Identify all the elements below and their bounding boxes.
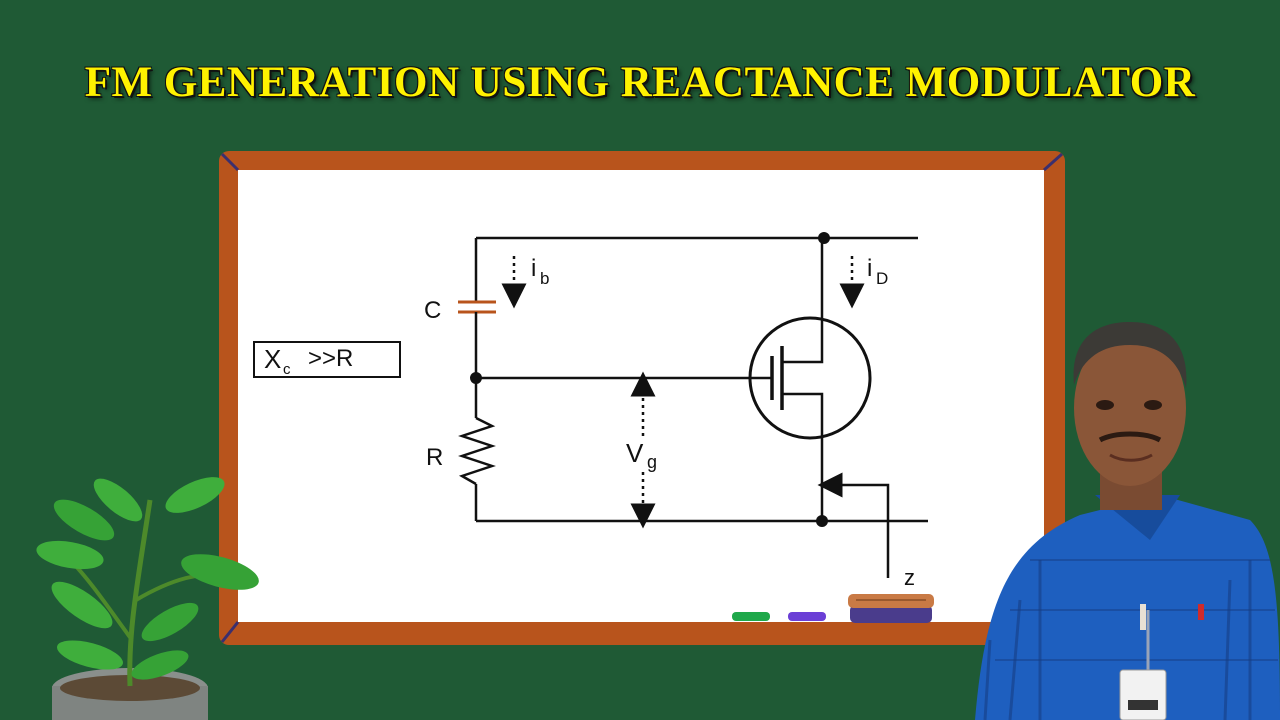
id-label-sub: D xyxy=(876,269,888,288)
page-title: FM GENERATION USING REACTANCE MODULATOR xyxy=(84,59,1196,106)
chalk-icon xyxy=(732,612,770,621)
condition-relation: >>R xyxy=(308,345,353,372)
impedance-arrow xyxy=(817,472,890,578)
ib-label-sub: b xyxy=(540,269,549,288)
condition-x-symbol: X xyxy=(264,344,281,374)
resistor-zigzag xyxy=(458,416,496,486)
duster-icon xyxy=(848,594,934,623)
drain-node-dot xyxy=(818,232,830,244)
condition-box: X c >>R xyxy=(253,341,401,378)
ib-label-main: i xyxy=(531,255,536,282)
chalk-icon xyxy=(788,612,826,621)
vg-label-sub: g xyxy=(647,452,657,472)
resistor-label: R xyxy=(426,444,443,471)
presenter-hair xyxy=(1073,322,1187,388)
id-badge-icon xyxy=(1119,610,1167,720)
vg-label-main: V xyxy=(626,438,644,468)
plant-icon xyxy=(36,477,259,720)
presenter-shirt xyxy=(975,495,1280,720)
gate-node-dot xyxy=(470,372,482,384)
circuit-diagram xyxy=(458,232,928,578)
presenter-face xyxy=(1074,330,1186,486)
source-node-dot xyxy=(816,515,828,527)
id-label-main: i xyxy=(867,255,872,282)
capacitor-label: C xyxy=(424,297,441,324)
presenter xyxy=(975,322,1280,720)
impedance-label: z xyxy=(904,565,915,590)
condition-x-subscript: c xyxy=(283,361,291,378)
